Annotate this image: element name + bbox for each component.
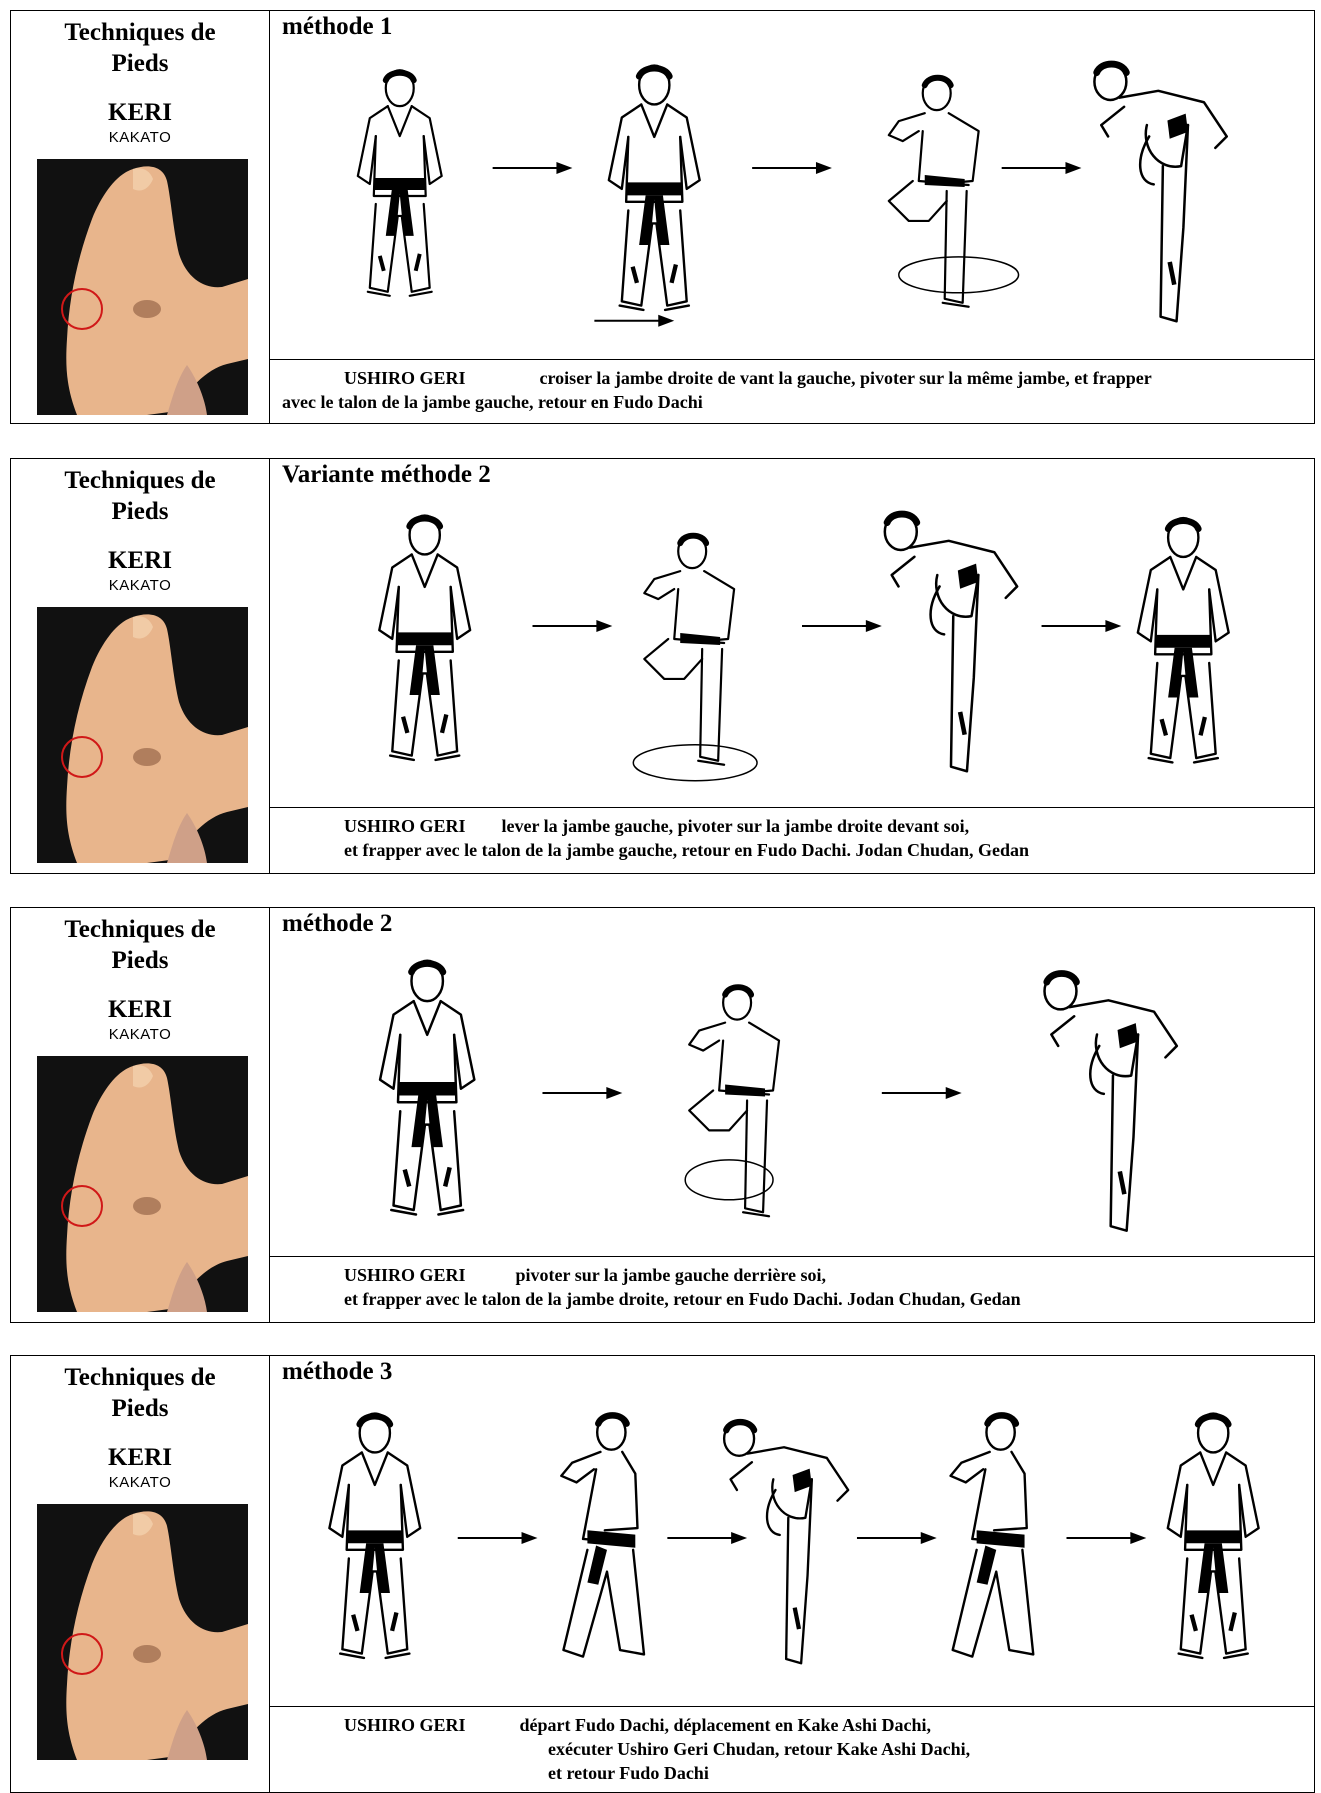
kakato-label: KAKATO [11, 129, 269, 146]
left-title-line: Pieds [11, 496, 269, 527]
arrow-right-icon [802, 620, 882, 632]
panel-left-column: Techniques de Pieds KERI KAKATO [11, 459, 270, 873]
karateka-figure [380, 961, 474, 1215]
caption-line: lever la jambe gauche, pivoter sur la ja… [502, 816, 970, 836]
caption-line: et retour Fudo Dachi [548, 1761, 1302, 1785]
panel-left-column: Techniques de Pieds KERI KAKATO [11, 11, 270, 423]
technique-figures [270, 11, 1314, 361]
keri-label: KERI [11, 996, 269, 1024]
caption-line: exécuter Ushiro Geri Chudan, retour Kake… [548, 1737, 1302, 1761]
arrow-right-icon [1042, 620, 1122, 632]
karateka-figure [885, 513, 1017, 771]
heel-foot-image [37, 159, 248, 415]
arrow-right-icon [542, 1087, 622, 1099]
karateka-figure [644, 534, 734, 765]
caption-line: pivoter sur la jambe gauche derrière soi… [516, 1265, 826, 1285]
technique-panel: Techniques de Pieds KERI KAKATO Variante… [10, 458, 1315, 874]
panel-left-column: Techniques de Pieds KERI KAKATO [11, 1356, 270, 1792]
karateka-figure [329, 1414, 420, 1658]
karateka-figure [1168, 1414, 1259, 1658]
caption-line: et frapper avec le talon de la jambe gau… [344, 838, 1302, 862]
kakato-label: KAKATO [11, 1026, 269, 1043]
technique-name: USHIRO GERI [344, 368, 466, 388]
arrow-right-icon [493, 162, 573, 174]
technique-panel: Techniques de Pieds KERI KAKATO méthode … [10, 10, 1315, 424]
technique-caption: USHIRO GERI croiser la jambe droite de va… [270, 359, 1314, 423]
caption-line: et frapper avec le talon de la jambe dro… [344, 1287, 1302, 1311]
technique-caption: USHIRO GERI pivoter sur la jambe gauche d… [270, 1256, 1314, 1322]
left-title-line: Pieds [11, 1393, 269, 1424]
left-title: Techniques de Pieds [11, 914, 269, 976]
heel-foot-image [37, 1504, 248, 1760]
kakato-label: KAKATO [11, 577, 269, 594]
arrow-right-icon [667, 1532, 747, 1544]
technique-figures [270, 1356, 1314, 1706]
pivot-circle [899, 257, 1019, 293]
left-title-line: Pieds [11, 48, 269, 79]
karateka-figure [724, 1422, 848, 1664]
technique-figures [270, 459, 1314, 809]
karateka-figure [689, 986, 779, 1217]
arrow-right-icon [1002, 162, 1082, 174]
karateka-figure [889, 76, 979, 307]
pivot-circle [633, 745, 757, 781]
caption-line: avec le talon de la jambe gauche, retour… [282, 390, 1302, 414]
arrow-right-icon [532, 620, 612, 632]
arrow-right-icon [752, 162, 832, 174]
left-title-line: Pieds [11, 945, 269, 976]
technique-name: USHIRO GERI [344, 1715, 466, 1735]
karateka-figure [1045, 973, 1177, 1231]
left-title: Techniques de Pieds [11, 465, 269, 527]
karateka-figure [561, 1415, 644, 1657]
caption-line: départ Fudo Dachi, déplacement en Kake A… [520, 1715, 932, 1735]
arrow-right-icon [1066, 1532, 1146, 1544]
left-title-line: Techniques de [11, 465, 269, 496]
technique-name: USHIRO GERI [344, 1265, 466, 1285]
keri-label: KERI [11, 547, 269, 575]
technique-name: USHIRO GERI [344, 816, 466, 836]
karateka-figure [951, 1415, 1034, 1657]
panel-left-column: Techniques de Pieds KERI KAKATO [11, 908, 270, 1322]
technique-caption: USHIRO GERI lever la jambe gauche, pivote… [270, 807, 1314, 873]
arrow-right-icon [882, 1087, 962, 1099]
technique-figures [270, 908, 1314, 1258]
karateka-figure [358, 70, 442, 296]
technique-caption: USHIRO GERI départ Fudo Dachi, déplacemen… [270, 1706, 1314, 1792]
left-title: Techniques de Pieds [11, 1362, 269, 1424]
left-title-line: Techniques de [11, 1362, 269, 1393]
technique-panel: Techniques de Pieds KERI KAKATO méthode … [10, 1355, 1315, 1793]
technique-panel: Techniques de Pieds KERI KAKATO méthode … [10, 907, 1315, 1323]
karateka-figure [1094, 63, 1226, 321]
caption-line: croiser la jambe droite de vant la gauch… [540, 368, 1152, 388]
karateka-figure [609, 66, 700, 310]
arrow-right-icon [857, 1532, 937, 1544]
kakato-label: KAKATO [11, 1474, 269, 1491]
arrow-right-icon [458, 1532, 538, 1544]
keri-label: KERI [11, 99, 269, 127]
arrow-right-icon [594, 315, 674, 327]
pivot-circle [685, 1160, 773, 1200]
heel-foot-image [37, 607, 248, 863]
keri-label: KERI [11, 1444, 269, 1472]
karateka-figure [1138, 518, 1229, 762]
left-title: Techniques de Pieds [11, 17, 269, 79]
heel-foot-image [37, 1056, 248, 1312]
left-title-line: Techniques de [11, 914, 269, 945]
left-title-line: Techniques de [11, 17, 269, 48]
karateka-figure [379, 516, 470, 760]
